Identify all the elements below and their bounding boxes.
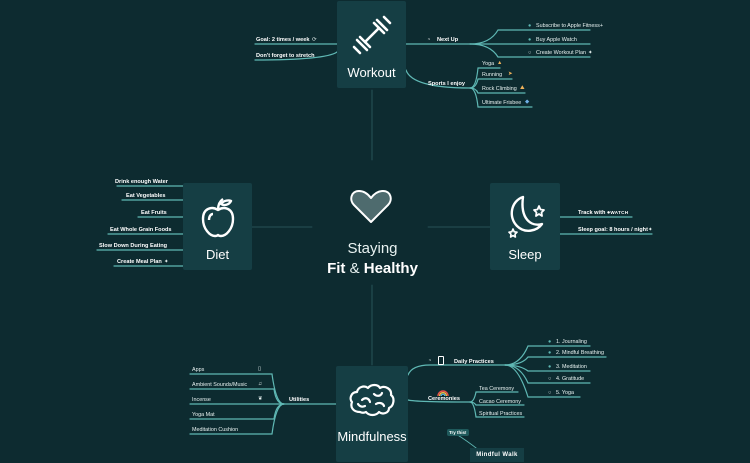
- sleep-title: Sleep: [508, 247, 542, 262]
- lotus-icon: ❦: [258, 396, 263, 402]
- mindfulness-card[interactable]: Mindfulness: [336, 366, 408, 462]
- diet-item-fruits[interactable]: Eat Fruits: [141, 210, 167, 216]
- daily-checkbox-5-icon: ○: [548, 390, 552, 396]
- daily-bullet-2-icon: ●: [548, 350, 552, 356]
- workout-title: Workout: [347, 65, 396, 80]
- sleep-watch-label: WATCH: [610, 210, 629, 215]
- sleep-goal-label[interactable]: Sleep goal: 8 hours / night: [578, 227, 648, 233]
- try-this-tag[interactable]: Try this!: [447, 429, 469, 436]
- workout-stretch-label[interactable]: Don't forget to stretch: [256, 53, 315, 59]
- central-topic-healthy: Healthy: [363, 260, 418, 277]
- next-up-checkbox-3-icon: ○: [528, 50, 532, 56]
- next-up-bullet-2-icon: ●: [528, 37, 532, 43]
- diet-item-vegetables[interactable]: Eat Vegetables: [126, 193, 166, 199]
- ceremony-spiritual[interactable]: Spiritual Practices: [479, 411, 523, 417]
- diet-item-slow[interactable]: Slow Down During Eating: [99, 243, 168, 249]
- diet-item-meal-plan[interactable]: Create Meal Plan: [117, 259, 162, 265]
- daily-item-5[interactable]: 5. Yoga: [556, 390, 574, 396]
- next-up-item-1[interactable]: Subscribe to Apple Fitness+: [536, 23, 603, 29]
- daily-item-1[interactable]: 1. Journaling: [556, 339, 587, 345]
- ceremonies-label[interactable]: Ceremonies: [428, 396, 461, 402]
- daily-bullet-3-icon: ●: [548, 364, 552, 370]
- apple-icon: [198, 195, 238, 239]
- daily-clock-icon: ◔: [428, 358, 432, 364]
- daily-checkbox-4-icon: ○: [548, 376, 552, 382]
- sports-item-frisbee[interactable]: Ultimate Frisbee: [482, 100, 522, 106]
- phone-icon: ▯: [258, 366, 261, 372]
- diet-item-water[interactable]: Drink enough Water: [115, 179, 168, 185]
- next-up-bullet-1-icon: ●: [528, 23, 532, 29]
- daily-bullet-1-icon: ●: [548, 339, 552, 345]
- central-topic-amp: &: [349, 260, 360, 277]
- sports-item-running[interactable]: Running: [482, 72, 503, 78]
- next-up-clock-icon: ◔: [427, 37, 431, 43]
- central-topic[interactable]: Staying Fit & Healthy: [305, 240, 440, 277]
- mindfulness-title: Mindfulness: [337, 429, 407, 444]
- rainbow-icon: [437, 383, 449, 397]
- refresh-icon: ⟳: [312, 37, 317, 43]
- ceremony-cacao[interactable]: Cacao Ceremony: [479, 399, 521, 405]
- next-up-item-3[interactable]: Create Workout Plan: [536, 50, 586, 56]
- next-up-item-2[interactable]: Buy Apple Watch: [536, 37, 577, 43]
- daily-item-4[interactable]: 4. Gratitude: [556, 376, 585, 382]
- sports-item-climbing[interactable]: Rock Climbing: [482, 86, 517, 92]
- workout-card[interactable]: Workout: [337, 1, 406, 88]
- utility-yoga-mat[interactable]: Yoga Mat: [192, 412, 215, 418]
- next-up-flag-icon: ✦: [588, 50, 593, 56]
- central-topic-line1: Staying: [347, 240, 398, 257]
- apple-logo-icon: ●: [606, 210, 611, 216]
- climbing-icon: ⛰: [520, 85, 525, 91]
- sleep-goal-flag-icon: ✦: [648, 227, 653, 233]
- diet-card[interactable]: Diet: [183, 183, 252, 270]
- utility-apps[interactable]: Apps: [192, 367, 205, 373]
- utilities-label[interactable]: Utilities: [289, 397, 310, 403]
- next-up-label[interactable]: Next Up: [437, 37, 459, 43]
- dumbbell-icon: [352, 15, 392, 55]
- diet-item-grain[interactable]: Eat Whole Grain Foods: [110, 227, 172, 233]
- sleep-track-prefix: Track with: [578, 210, 606, 216]
- daily-item-3[interactable]: 3. Meditation: [556, 364, 587, 370]
- meal-plan-flag-icon: ✦: [164, 259, 169, 265]
- yoga-icon: ▲: [497, 60, 503, 66]
- music-note-icon: ♫: [258, 381, 263, 387]
- utility-sounds[interactable]: Ambient Sounds/Music: [192, 382, 248, 388]
- frisbee-icon: ◆: [525, 99, 530, 105]
- workout-goal-label[interactable]: Goal: 2 times / week: [256, 37, 310, 43]
- sports-item-yoga[interactable]: Yoga: [482, 61, 495, 67]
- brain-icon: [348, 382, 396, 418]
- daily-practices-label[interactable]: Daily Practices: [454, 359, 494, 365]
- sleep-card[interactable]: Sleep: [490, 183, 560, 270]
- utility-incense[interactable]: Incense: [192, 397, 211, 403]
- utility-cushion[interactable]: Meditation Cushion: [192, 427, 239, 433]
- mindful-walk-node[interactable]: Mindful Walk: [470, 448, 524, 462]
- sports-label[interactable]: Sports I enjoy: [428, 81, 465, 87]
- center-heart-icon: [349, 187, 393, 225]
- diet-title: Diet: [205, 247, 230, 262]
- sleep-track-label[interactable]: Track with ●WATCH: [578, 210, 628, 216]
- central-topic-fit: Fit: [327, 260, 346, 277]
- ceremony-tea[interactable]: Tea Ceremony: [479, 386, 515, 392]
- central-topic-line2: Fit & Healthy: [305, 260, 440, 277]
- moon-stars-icon: [501, 193, 549, 239]
- running-icon: ➤: [508, 71, 513, 77]
- phone-outline-icon: [438, 356, 444, 365]
- daily-item-2[interactable]: 2. Mindful Breathing: [556, 350, 604, 356]
